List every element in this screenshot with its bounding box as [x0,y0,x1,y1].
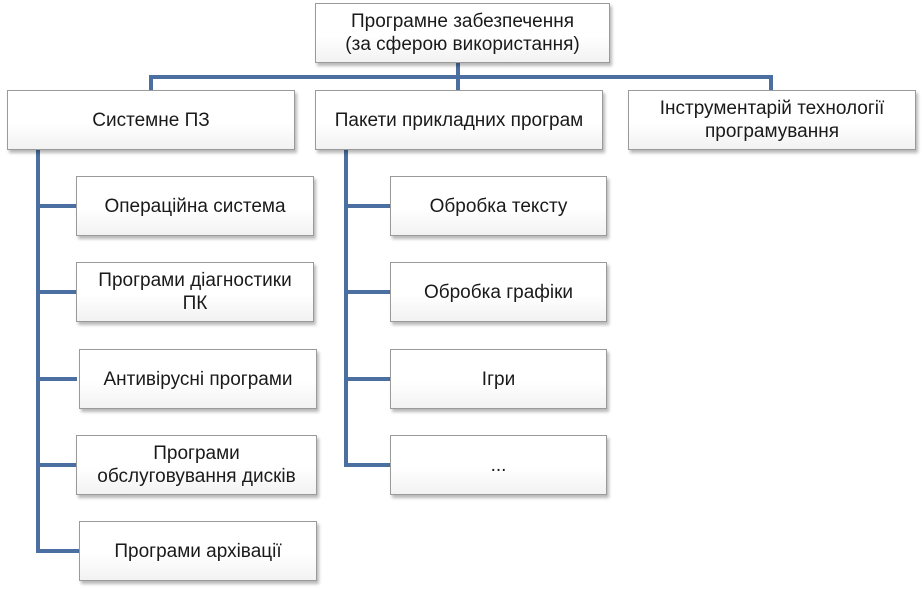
root-node: Програмне забезпечення (за сферою викори… [315,3,610,63]
category-application-packages: Пакети прикладних програм [315,90,603,150]
system-child-archivers: Програми архівації [79,521,317,581]
category-programming-tools: Інструментарій технології програмування [628,90,916,150]
packages-child-text: Обробка тексту [390,176,607,236]
category-system-software: Системне ПЗ [7,90,295,150]
packages-child-games: Ігри [390,349,607,409]
system-child-os: Операційна система [76,176,314,236]
system-child-antivirus: Антивірусні програми [79,349,317,409]
system-child-disk-utilities: Програми обслуговування дисків [76,435,317,495]
packages-child-graphics: Обробка графіки [390,262,607,322]
packages-child-more: ... [390,435,607,495]
system-child-diagnostics: Програми діагностики ПК [76,262,314,322]
